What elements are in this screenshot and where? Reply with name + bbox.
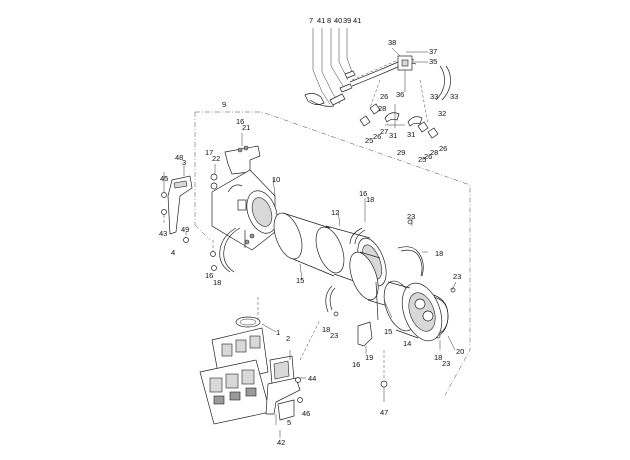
callout-23: 23 [442, 359, 450, 368]
callout-18: 18 [366, 195, 374, 204]
end-cap [383, 280, 443, 342]
callout-37: 37 [429, 47, 437, 56]
callout-18: 18 [435, 249, 443, 258]
callout-18: 18 [213, 278, 221, 287]
callout-15: 15 [296, 276, 304, 285]
callout-9: 9 [222, 100, 226, 109]
callout-40: 40 [334, 16, 342, 25]
top-hose-assembly [304, 28, 451, 139]
callout-41: 41 [353, 16, 361, 25]
callout-14: 14 [403, 339, 411, 348]
callout-16: 16 [236, 117, 244, 126]
callout-18: 18 [434, 353, 442, 362]
callout-28: 28 [378, 104, 386, 113]
callout-35: 35 [429, 57, 437, 66]
callout-23: 23 [453, 272, 461, 281]
callout-26: 26 [424, 152, 432, 161]
upper-bracket [210, 133, 261, 190]
callout-38: 38 [388, 38, 396, 47]
callout-44: 44 [308, 374, 316, 383]
callout-26: 26 [380, 92, 388, 101]
callout-26: 26 [373, 132, 381, 141]
callout-33: 33 [430, 92, 438, 101]
callout-19: 19 [365, 353, 373, 362]
callout-17: 17 [205, 148, 213, 157]
callout-5: 5 [287, 418, 291, 427]
callout-16: 16 [359, 189, 367, 198]
assembly-outline [194, 111, 471, 396]
callout-46: 46 [302, 409, 310, 418]
callout-4: 4 [171, 248, 175, 257]
bolt-47 [380, 350, 388, 402]
callout-15: 15 [384, 327, 392, 336]
callout-25: 25 [418, 155, 426, 164]
callout-10: 10 [272, 175, 280, 184]
callout-16: 16 [205, 271, 213, 280]
callout-3: 3 [182, 158, 186, 167]
callout-21: 21 [242, 123, 250, 132]
callout-12: 12 [331, 208, 339, 217]
callout-47: 47 [380, 408, 388, 417]
callout-23: 23 [330, 331, 338, 340]
callout-32: 32 [438, 109, 446, 118]
callout-41: 41 [317, 16, 325, 25]
clamp-rings [325, 219, 456, 339]
callout-2: 2 [286, 334, 290, 343]
callout-28: 28 [430, 148, 438, 157]
callout-27: 27 [380, 127, 388, 136]
callout-7: 7 [309, 16, 313, 25]
engine-manifold-assembly [199, 296, 321, 438]
callout-42: 42 [277, 438, 285, 447]
callout-20: 20 [456, 347, 464, 356]
callout-8: 8 [327, 16, 331, 25]
callout-45: 45 [160, 174, 168, 183]
lower-small-bracket [357, 281, 379, 354]
callout-22: 22 [212, 154, 220, 163]
callout-16: 16 [352, 360, 360, 369]
callout-36: 36 [396, 90, 404, 99]
callout-23: 23 [407, 212, 415, 221]
callout-33: 33 [450, 92, 458, 101]
left-clamp [210, 227, 241, 273]
callout-25: 25 [365, 136, 373, 145]
callout-48: 48 [175, 153, 183, 162]
callout-39: 39 [343, 16, 351, 25]
callout-43: 43 [159, 229, 167, 238]
callout-18: 18 [322, 325, 330, 334]
callout-49: 49 [181, 225, 189, 234]
callout-26: 26 [439, 144, 447, 153]
callout-labels: 7 41 8 40 39 41 38 37 35 36 33 33 32 26 … [159, 16, 464, 447]
cylinder-segments [273, 212, 389, 307]
callout-1: 1 [276, 328, 280, 337]
callout-31: 31 [407, 130, 415, 139]
leader-lines [261, 198, 457, 379]
left-bracket [161, 165, 193, 243]
callout-31: 31 [389, 131, 397, 140]
callout-29: 29 [397, 148, 405, 157]
